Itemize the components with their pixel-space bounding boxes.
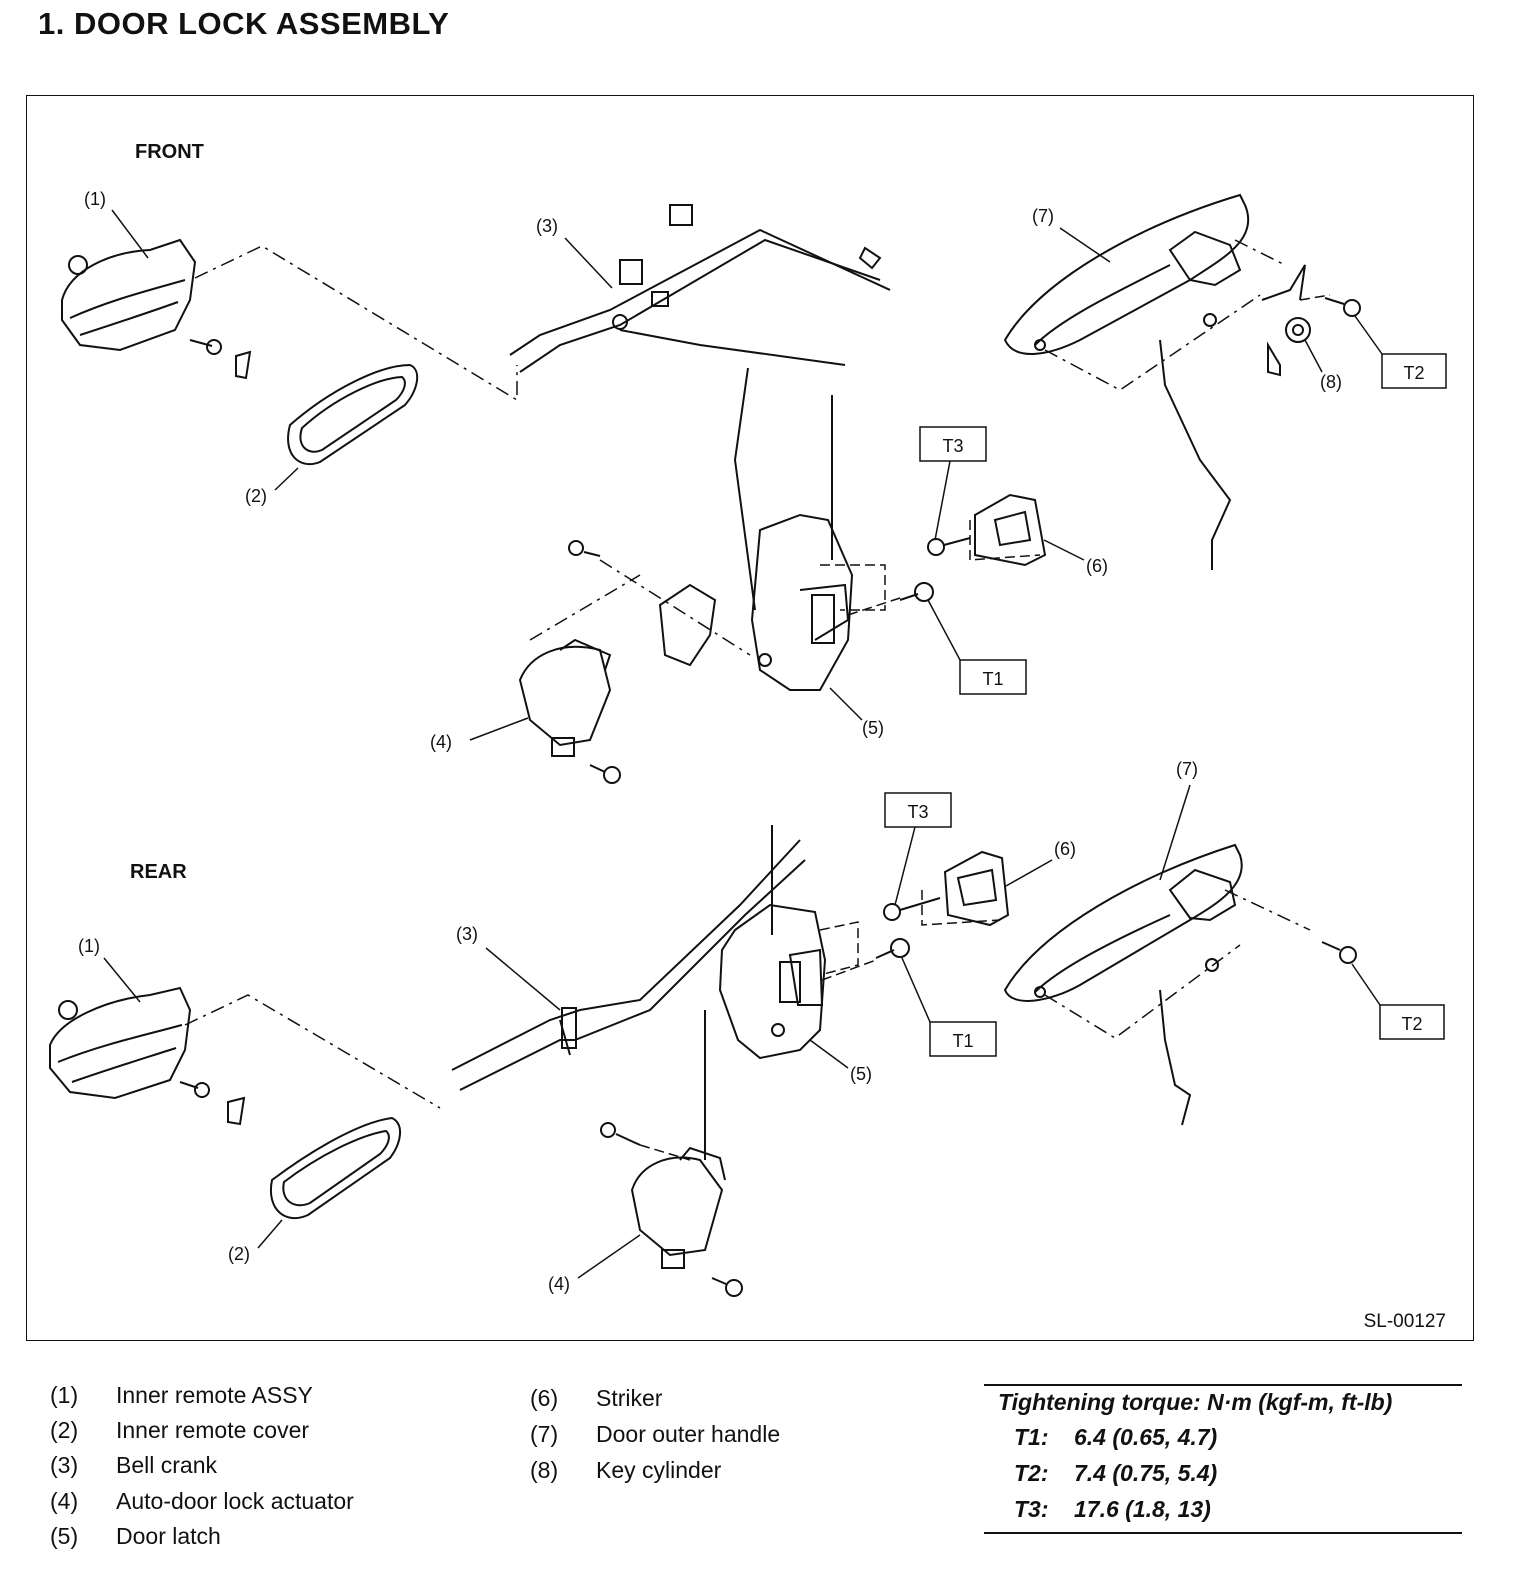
key-cylinder-front xyxy=(1261,264,1361,377)
torque-key: T3: xyxy=(1014,1496,1049,1522)
front-label: FRONT xyxy=(135,141,204,163)
legend-text: Inner remote cover xyxy=(116,1417,310,1443)
actuator-rear xyxy=(600,1122,743,1297)
torque-table-header: Tightening torque: N·m (kgf-m, ft-lb) xyxy=(998,1389,1393,1415)
torque-tag-t2-front: T2 xyxy=(1403,363,1424,383)
page-title: 1. DOOR LOCK ASSEMBLY xyxy=(38,6,450,41)
callout-3-front: (3) xyxy=(536,216,558,236)
outer-handle-front xyxy=(1003,193,1250,570)
torque-value: 7.4 (0.75, 5.4) xyxy=(1074,1460,1218,1486)
legend-number: (3) xyxy=(50,1452,79,1478)
torque-tag-t1-front: T1 xyxy=(982,669,1003,689)
legend-text: Inner remote ASSY xyxy=(116,1382,313,1408)
callout-6-rear: (6) xyxy=(1054,839,1076,859)
outer-handle-rear xyxy=(1003,843,1243,1126)
legend-text: Bell crank xyxy=(116,1452,217,1478)
legend-text: Door latch xyxy=(116,1523,221,1549)
torque-table: Tightening torque: N·m (kgf-m, ft-lb) T1… xyxy=(984,1384,1462,1534)
callout-5-rear: (5) xyxy=(850,1064,872,1084)
legend-number: (4) xyxy=(50,1488,79,1514)
inner-remote-cover-rear xyxy=(269,1116,401,1220)
legend-number: (2) xyxy=(50,1417,79,1443)
torque-tag-t1-rear: T1 xyxy=(952,1031,973,1051)
legend-number: (1) xyxy=(50,1382,79,1408)
legend-number: (6) xyxy=(530,1385,559,1411)
torque-value: 17.6 (1.8, 13) xyxy=(1074,1496,1211,1522)
legend-text: Striker xyxy=(596,1385,663,1411)
legend-text: Key cylinder xyxy=(596,1457,722,1483)
bell-crank-front xyxy=(509,204,891,611)
door-latch-front xyxy=(750,513,854,691)
callout-7-rear: (7) xyxy=(1176,759,1198,779)
bell-crank-rear xyxy=(451,825,806,1160)
torque-tag-t3-front: T3 xyxy=(942,436,963,456)
callout-2-front: (2) xyxy=(245,486,267,506)
callout-4-front: (4) xyxy=(430,732,452,752)
diagram-frame xyxy=(26,95,1474,1341)
torque-key: T2: xyxy=(1014,1460,1049,1486)
bolt-t1-front xyxy=(899,582,934,602)
callout-1-front: (1) xyxy=(84,189,106,209)
torque-row: T3: 17.6 (1.8, 13) xyxy=(1014,1496,1211,1523)
torque-value: 6.4 (0.65, 4.7) xyxy=(1074,1424,1218,1450)
torque-row: T1: 6.4 (0.65, 4.7) xyxy=(1014,1424,1217,1451)
torque-tag-t3-rear: T3 xyxy=(907,802,928,822)
figure-code: SL-00127 xyxy=(1364,1311,1446,1332)
torque-row: T2: 7.4 (0.75, 5.4) xyxy=(1014,1460,1217,1487)
bolt-t2-rear xyxy=(1321,941,1357,964)
legend-number: (8) xyxy=(530,1457,559,1483)
callout-7-front: (7) xyxy=(1032,206,1054,226)
legend-number: (7) xyxy=(530,1421,559,1447)
striker-rear xyxy=(883,850,1010,927)
door-latch-rear xyxy=(718,903,827,1060)
torque-tag-t2-rear: T2 xyxy=(1401,1014,1422,1034)
callout-3-rear: (3) xyxy=(456,924,478,944)
rear-label: REAR xyxy=(130,861,187,883)
callout-8-front: (8) xyxy=(1320,372,1342,392)
callout-1-rear: (1) xyxy=(78,936,100,956)
inner-remote-front xyxy=(61,238,252,380)
legend-text: Door outer handle xyxy=(596,1421,781,1447)
legend-text: Auto-door lock actuator xyxy=(116,1488,354,1514)
torque-key: T1: xyxy=(1014,1424,1049,1450)
bolt-t1-rear xyxy=(875,938,910,959)
inner-remote-rear xyxy=(49,986,246,1126)
callout-6-front: (6) xyxy=(1086,556,1108,576)
inner-remote-cover-front xyxy=(287,363,419,466)
callout-5-front: (5) xyxy=(862,718,884,738)
callout-4-rear: (4) xyxy=(548,1274,570,1294)
callout-2-rear: (2) xyxy=(228,1244,250,1264)
actuator-front xyxy=(518,540,717,784)
striker-front xyxy=(927,493,1047,567)
legend-number: (5) xyxy=(50,1523,79,1549)
